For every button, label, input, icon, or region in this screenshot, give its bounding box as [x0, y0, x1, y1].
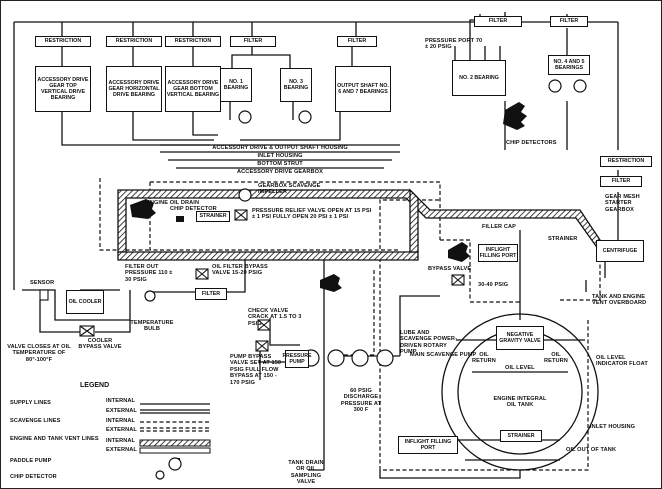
restriction-3: RESTRICTION	[165, 36, 221, 47]
tank-drain-label: TANK DRAIN OR OIL SAMPLING VALVE	[288, 460, 324, 486]
legend-scavenge: SCAVENGE LINES	[10, 418, 61, 424]
housing-strut: BOTTOM STRUT	[257, 161, 303, 167]
legend-internal-3: INTERNAL	[106, 438, 136, 444]
integral-tank-label: ENGINE INTEGRAL OIL TANK	[493, 396, 547, 409]
pump-bypass-label: PUMP BYPASS VALVE SET AT 150 PSIG FULL F…	[230, 354, 282, 386]
housing-accessory: ACCESSORY DRIVE & OUTPUT SHAFT HOUSING	[212, 145, 348, 151]
bearing-top-vertical: ACCESSORY DRIVE GEAR TOP VERTICAL DRIVE …	[35, 66, 91, 112]
bearing-output-shaft: OUTPUT SHAFT NO. 6 AND 7 BEARINGS	[335, 66, 391, 112]
bearing-no1: NO. 1 BEARING	[220, 68, 252, 102]
chip-detectors-label: CHIP DETECTORS	[506, 140, 557, 146]
legend-external-3: EXTERNAL	[106, 447, 137, 453]
lube-scavenge-label: LUBE AND SCAVENGE POWER-DRIVEN ROTARY PU…	[400, 330, 458, 356]
inflight-bottom-box: INFLIGHT FILLING PORT	[398, 436, 458, 454]
pressure-port-label: PRESSURE PORT 70 ± 20 PSIG	[425, 38, 483, 51]
legend-external-2: EXTERNAL	[106, 427, 137, 433]
legend-chip: CHIP DETECTOR	[10, 474, 57, 480]
filter-2: FILTER	[337, 36, 377, 47]
neg-gravity-box: NEGATIVE GRAVITY VALVE	[496, 326, 544, 350]
legend-vent: ENGINE AND TANK VENT LINES	[10, 436, 99, 442]
strainer-box: STRAINER	[196, 211, 230, 222]
left-filter-box: FILTER	[195, 288, 227, 300]
restriction-2: RESTRICTION	[106, 36, 162, 47]
filter-3: FILTER	[474, 16, 522, 27]
legend-external-1: EXTERNAL	[106, 408, 137, 414]
tank-psig-label: 30-40 PSIG	[478, 282, 509, 288]
filter-4: FILTER	[550, 16, 588, 27]
strainer-bottom-box: STRAINER	[500, 430, 542, 442]
filter-bypass-label: OIL FILTER BYPASS VALVE 15-20 PSIG	[212, 264, 268, 277]
legend-title: LEGEND	[80, 382, 110, 389]
cooler-bypass-label: COOLER BYPASS VALVE	[78, 338, 122, 351]
filter-out-label: FILTER OUT PRESSURE 110 ± 30 PSIG	[125, 264, 173, 283]
housing-gearbox: ACCESSORY DRIVE GEARBOX	[237, 169, 323, 175]
housing-inlet: INLET HOUSING	[257, 153, 303, 159]
inlet-housing-label: INLET HOUSING	[590, 424, 636, 430]
oil-return-left: OIL RETURN	[472, 352, 496, 365]
gearbox-scavenge-label: GEARBOX SCAVENGE IMPELLER	[258, 183, 321, 196]
restriction-1: RESTRICTION	[35, 36, 91, 47]
bearing-horizontal: ACCESSORY DRIVE GEAR HORIZONTAL DRIVE BE…	[106, 66, 162, 112]
bearing-bottom-vertical: ACCESSORY DRIVE GEAR BOTTOM VERTICAL BEA…	[165, 66, 221, 112]
bearing-no3: NO. 3 BEARING	[280, 68, 312, 102]
chip-detector-label: CHIP DETECTOR	[170, 206, 217, 212]
gear-mesh-label: GEAR MESH STARTER GEARBOX	[605, 194, 640, 213]
level-float-label: OIL LEVEL INDICATOR FLOAT	[596, 355, 648, 368]
legend-paddle: PADDLE PUMP	[10, 458, 52, 464]
inflight-port-box: INFLIGHT FILLING PORT	[478, 244, 518, 262]
filler-cap-label: FILLER CAP	[482, 224, 516, 230]
filter-1: FILTER	[230, 36, 276, 47]
discharge-label: 60 PSIG DISCHARGE PRESSURE AT 300 F	[340, 388, 382, 414]
check-valve-label: CHECK VALVE CRACK AT 1.5 TO 3 PSIG	[248, 308, 302, 327]
oil-out-label: OIL OUT OF TANK	[566, 447, 617, 453]
legend-internal-1: INTERNAL	[106, 398, 136, 404]
temp-bulb-label: TEMPERATURE BULB	[130, 320, 174, 333]
oil-level-label: OIL LEVEL	[505, 365, 535, 371]
bypass-valve-label: BYPASS VALVE	[428, 266, 472, 272]
strainer-top-label: STRAINER	[548, 236, 578, 242]
bearing-no2: NO. 2 BEARING	[452, 60, 506, 96]
legend-supply: SUPPLY LINES	[10, 400, 51, 406]
engine-oil-drain-label: ENGINE OIL DRAIN	[146, 200, 200, 206]
valve-closes-label: VALVE CLOSES AT OIL TEMPERATURE OF 80°-1…	[7, 344, 71, 363]
centrifuge-box: CENTRIFUGE	[596, 240, 644, 262]
pressure-relief-label: PRESSURE RELIEF VALVE OPEN AT 15 PSI ± 1…	[252, 208, 372, 221]
main-scavenge-label: MAIN SCAVENGE PUMP	[410, 352, 477, 358]
bearing-no4-5: NO. 4 AND 5 BEARINGS	[548, 55, 590, 75]
legend-internal-2: INTERNAL	[106, 418, 136, 424]
oil-return-right: OIL RETURN	[544, 352, 568, 365]
sensor-label: SENSOR	[30, 280, 55, 286]
vent-overboard-label: TANK AND ENGINE VENT OVERBOARD	[592, 294, 647, 307]
pressure-pump-box: PRESSURE PUMP	[282, 350, 312, 368]
oil-cooler-box: OIL COOLER	[66, 290, 104, 314]
right-restriction: RESTRICTION	[600, 156, 652, 167]
right-filter: FILTER	[600, 176, 642, 187]
